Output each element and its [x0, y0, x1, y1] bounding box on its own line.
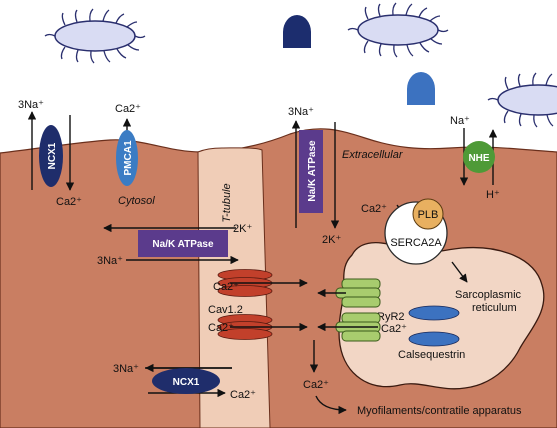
- extracellular-label: Extracellular: [342, 149, 404, 161]
- serca-label: SERCA2A: [390, 237, 442, 249]
- bacterium-icon: [347, 2, 449, 58]
- nak-k-label: 2K⁺: [322, 234, 341, 246]
- bacterium-icon: [44, 8, 146, 64]
- nhe-h-label: H⁺: [486, 189, 500, 201]
- svg-text:NCX1: NCX1: [173, 377, 200, 388]
- cav-label: Cav1.2: [208, 304, 243, 316]
- svg-text:NHE: NHE: [468, 153, 489, 164]
- ryr-ca-label: Ca2⁺: [381, 323, 407, 335]
- serca2a-pump: PLB SERCA2A Ca2⁺: [361, 198, 468, 283]
- nhe-exchanger: NHE Na⁺ H⁺: [450, 115, 500, 201]
- pmca1-pump: PMCA1 Ca2⁺: [115, 103, 141, 186]
- cav1-2-channel-upper: [217, 269, 308, 297]
- sr-label-line1: Sarcoplasmic: [455, 289, 522, 301]
- t-tubule-label: T-tubule: [221, 183, 233, 222]
- svg-text:Calsequestrin: Calsequestrin: [398, 349, 465, 361]
- ryr-label: RyR2: [377, 311, 405, 323]
- nak2-na-label: 3Na⁺: [97, 255, 123, 267]
- ncx1-ca-label: Ca2⁺: [56, 196, 82, 208]
- svg-text:NCX1: NCX1: [47, 142, 58, 169]
- ncx1-na-label: 3Na⁺: [18, 99, 44, 111]
- bacterium-icon: [487, 72, 557, 128]
- calsequestrin: Calsequestrin: [398, 305, 465, 361]
- plb-label: PLB: [418, 209, 439, 221]
- svg-text:Na/K ATPase: Na/K ATPase: [152, 239, 214, 250]
- svg-text:PMCA1: PMCA1: [123, 140, 134, 175]
- ca-free-label: Ca2⁺: [303, 379, 329, 391]
- cytosol-label: Cytosol: [118, 195, 155, 207]
- myofilaments-label: Myofilaments/contratile apparatus: [357, 405, 522, 417]
- pmca-ca-label: Ca2⁺: [115, 103, 141, 115]
- ryr2-channel-lower: [317, 312, 381, 342]
- ncx1-exchanger-top: NCX1 3Na⁺ Ca2⁺: [18, 99, 82, 208]
- ncx1-exchanger-bottom: NCX1 3Na⁺ Ca2⁺: [113, 363, 256, 401]
- ryr2-channel-upper: [317, 278, 381, 308]
- nak2-k-label: 2K⁺: [233, 223, 252, 235]
- na-k-atpase-top: Na/K ATPase 3Na⁺ 2K⁺: [288, 106, 341, 246]
- na-k-atpase-lower: Na/K ATPase 2K⁺ 3Na⁺: [97, 223, 252, 267]
- sr-label-line2: reticulum: [472, 302, 517, 314]
- ncx2-na-label: 3Na⁺: [113, 363, 139, 375]
- cav1-2-channel-lower: [217, 314, 308, 340]
- serca-ca-label: Ca2⁺: [361, 203, 387, 215]
- cav-ca-bottom-label: Ca2⁺: [208, 322, 234, 334]
- dome-icon: [283, 15, 311, 48]
- dome-icon: [407, 72, 435, 105]
- ncx2-ca-label: Ca2⁺: [230, 389, 256, 401]
- nhe-na-label: Na⁺: [450, 115, 470, 127]
- nak-na-label: 3Na⁺: [288, 106, 314, 118]
- cav-ca-top-label: Ca2⁺: [213, 281, 239, 293]
- svg-text:Na/K ATPase: Na/K ATPase: [307, 140, 318, 202]
